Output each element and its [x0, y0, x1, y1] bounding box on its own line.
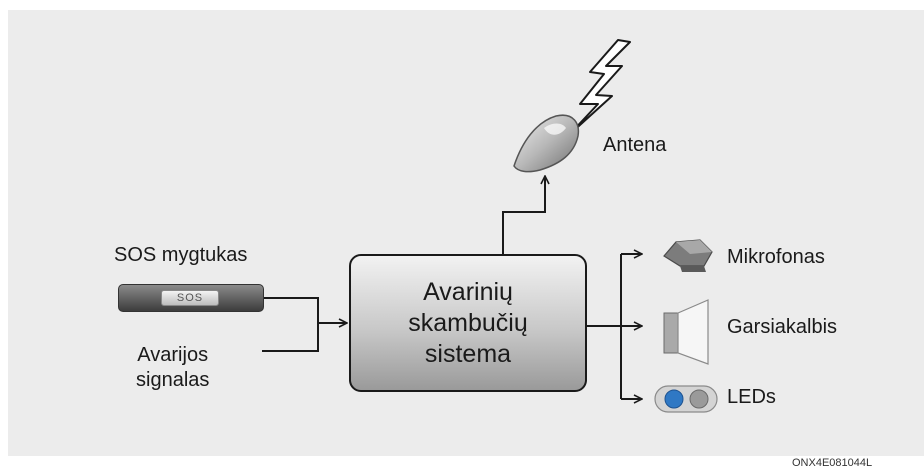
hazard-signal-line-1: Avarijos	[137, 344, 209, 366]
leds-label: LEDs	[727, 386, 776, 408]
sos-button-text: SOS	[161, 290, 219, 306]
led-icon	[654, 385, 718, 413]
hazard-signal-line-2: signalas	[136, 369, 210, 391]
antenna-arrow	[502, 176, 545, 254]
speaker-icon	[663, 299, 709, 365]
antenna-label: Antena	[603, 134, 667, 156]
figure-code: ONX4E081044L	[792, 457, 873, 469]
sos-connector	[264, 297, 319, 323]
system-label-line-2: skambučių	[408, 308, 528, 337]
lightning-icon	[569, 39, 631, 135]
hazard-signal-label: Avarijos signalas	[136, 343, 209, 393]
microphone-label: Mikrofonas	[727, 246, 825, 268]
system-label-line-3: sistema	[424, 339, 512, 368]
sos-button-label: SOS mygtukas	[114, 244, 248, 266]
system-label-line-1: Avarinių	[423, 277, 513, 306]
output-trunk	[587, 254, 622, 399]
emergency-call-system-box: Avarinių skambučių sistema	[349, 254, 587, 392]
microphone-icon	[663, 239, 713, 272]
hazard-connector	[262, 323, 319, 352]
speaker-label: Garsiakalbis	[727, 316, 838, 338]
antenna-icon	[513, 114, 580, 173]
sos-button-illustration: SOS	[118, 284, 264, 312]
